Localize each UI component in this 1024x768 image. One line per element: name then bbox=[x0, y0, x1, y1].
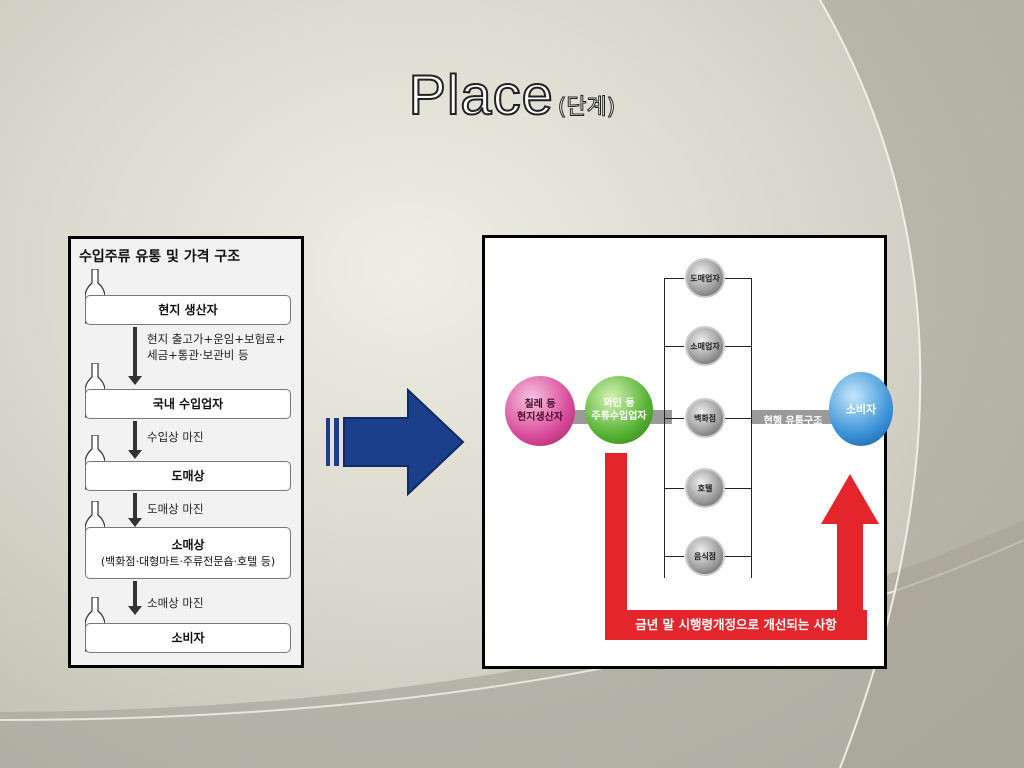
stage-label: 현지 생산자 bbox=[158, 303, 218, 317]
node-line: 칠레 등 bbox=[524, 399, 556, 410]
channel-department-store: 백화점 bbox=[685, 398, 725, 438]
node-line: 주류수입업자 bbox=[591, 411, 647, 422]
improved-route-right bbox=[837, 518, 863, 628]
improvement-banner: 금년 말 시행령개정으로 개선되는 사항 bbox=[635, 617, 837, 632]
stage-label: 소매상 bbox=[171, 538, 205, 552]
bracket-tick bbox=[664, 278, 684, 279]
bracket-tick bbox=[664, 346, 684, 347]
note-line: 현지 출고가+운임+보험료+ bbox=[147, 332, 286, 346]
title-main: Place bbox=[408, 62, 554, 127]
flow-arrow bbox=[128, 581, 142, 615]
flow-arrow bbox=[128, 327, 142, 385]
bracket-tick bbox=[723, 488, 751, 489]
up-arrow-icon bbox=[821, 474, 879, 524]
bracket-tick bbox=[723, 556, 751, 557]
bracket-tick bbox=[723, 418, 751, 419]
note-importer-margin: 수입상 마진 bbox=[147, 430, 204, 444]
channel-restaurant: 음식점 bbox=[685, 536, 725, 576]
stage-label: 도매상 bbox=[171, 469, 205, 483]
note-line: 세금+통관·보관비 등 bbox=[147, 348, 249, 362]
stage-local-producer: 현지 생산자 bbox=[85, 295, 291, 325]
title-sub: (단계) bbox=[557, 95, 616, 121]
import-liquor-distribution-panel: 수입주류 유통 및 가격 구조 현지 생산자 현지 출고가+운임+보험료+ 세금+… bbox=[68, 236, 304, 668]
channel-retailer: 소매업자 bbox=[685, 326, 725, 366]
right-arrow-icon bbox=[326, 388, 465, 497]
slide-title: Place(단계) bbox=[0, 62, 1024, 127]
stage-label: 소비자 bbox=[171, 631, 205, 645]
note-cost: 현지 출고가+운임+보험료+ 세금+통관·보관비 등 bbox=[147, 331, 285, 363]
stage-domestic-importer: 국내 수입업자 bbox=[85, 389, 291, 419]
flow-arrow bbox=[128, 493, 142, 527]
flow-arrow bbox=[128, 421, 142, 459]
current-structure-label: 현행 유통구조 bbox=[763, 416, 823, 427]
note-retailer-margin: 소매상 마진 bbox=[147, 596, 204, 610]
stage-retailer: 소매상 (백화점·대형마트·주류전문숍·호텔 등) bbox=[85, 527, 291, 579]
bracket-tick bbox=[664, 556, 684, 557]
stage-wholesaler: 도매상 bbox=[85, 461, 291, 491]
note-wholesaler-margin: 도매상 마진 bbox=[147, 502, 204, 516]
channel-wholesaler: 도매업자 bbox=[685, 258, 725, 298]
stage-consumer: 소비자 bbox=[85, 623, 291, 653]
stage-label: 국내 수입업자 bbox=[152, 397, 224, 411]
improved-distribution-panel: 도매업자 소매업자 백화점 호텔 음식점 금년 말 시행령개정으로 개선되는 사… bbox=[482, 235, 893, 669]
improved-route-bottom bbox=[605, 610, 867, 640]
flow-bar bbox=[751, 410, 841, 424]
panel-header: 수입주류 유통 및 가격 구조 bbox=[79, 249, 241, 265]
node-line: 현지생산자 bbox=[517, 412, 563, 423]
node-consumer: 소비자 bbox=[829, 372, 893, 446]
channel-hotel: 호텔 bbox=[685, 468, 725, 508]
bracket-tick bbox=[664, 418, 684, 419]
bracket-tick bbox=[723, 346, 751, 347]
bracket-line-left bbox=[664, 278, 665, 578]
bracket-line-right bbox=[751, 278, 752, 578]
bracket-tick bbox=[664, 488, 684, 489]
stage-sub-label: (백화점·대형마트·주류전문숍·호텔 등) bbox=[100, 555, 276, 568]
improved-route-left bbox=[605, 453, 627, 639]
bracket-tick bbox=[723, 278, 751, 279]
node-line: 와인 등 bbox=[603, 398, 635, 409]
